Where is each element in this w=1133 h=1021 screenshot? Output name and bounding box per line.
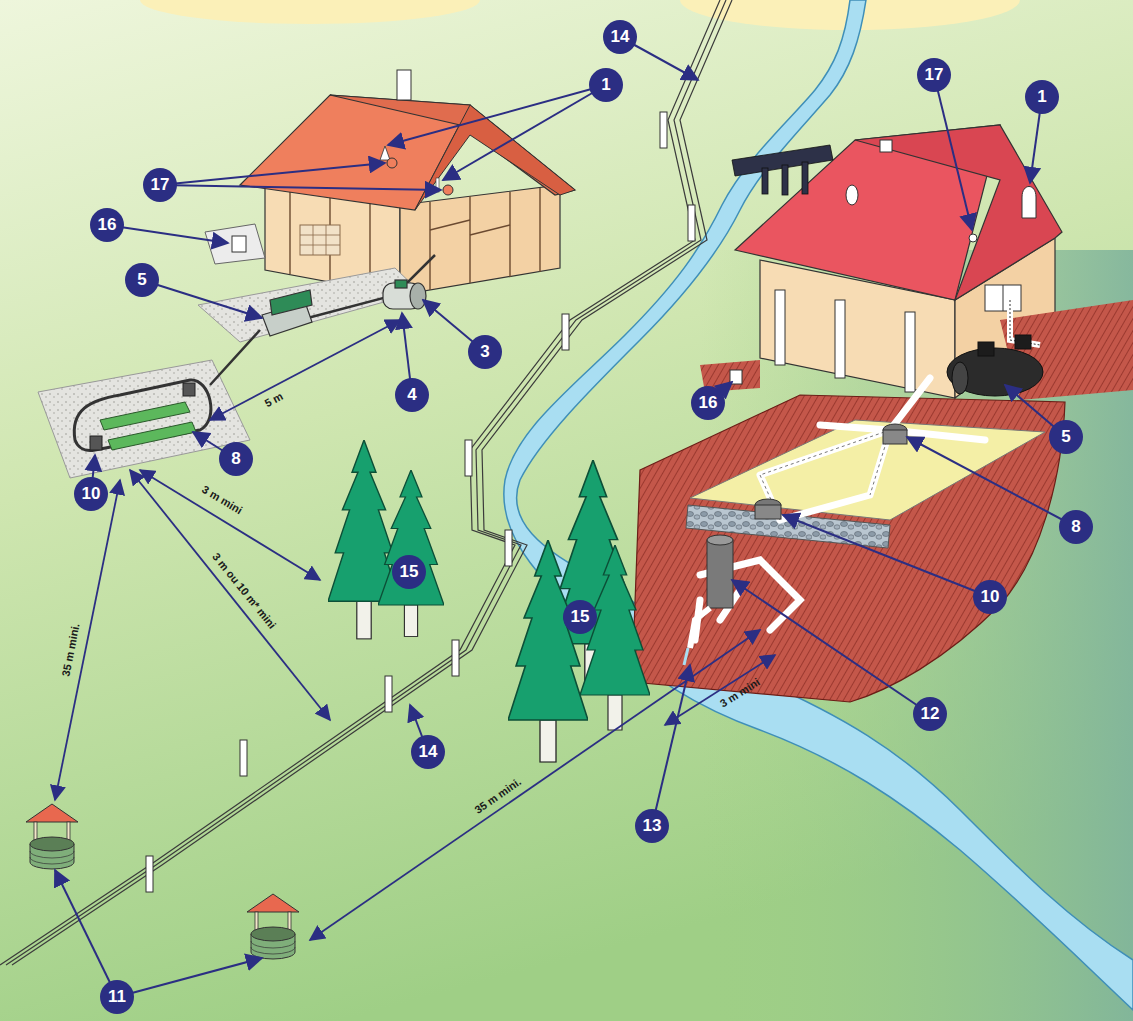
- callout-number: 16: [90, 208, 124, 242]
- callout-number: 12: [913, 697, 947, 731]
- callout-number: 8: [1059, 510, 1093, 544]
- callout-number: 10: [973, 580, 1007, 614]
- callout-number: 17: [143, 168, 177, 202]
- callout-number: 15: [392, 555, 426, 589]
- callout-number: 15: [563, 600, 597, 634]
- dimension-label: 3 m mini: [200, 483, 245, 517]
- dimension-label: 5 m: [263, 390, 286, 410]
- callout-number: 3: [468, 335, 502, 369]
- callout-number: 1: [1025, 80, 1059, 114]
- callout-number: 13: [635, 809, 669, 843]
- callout-number: 16: [691, 386, 725, 420]
- callout-number: 14: [603, 20, 637, 54]
- callout-number: 5: [1049, 420, 1083, 454]
- callout-number: 11: [100, 980, 134, 1014]
- dimension-label: 35 m mini.: [472, 775, 524, 817]
- dimension-label: 35 m mini.: [59, 622, 82, 677]
- dimension-label: 3 m mini: [718, 676, 763, 711]
- callout-number: 1: [589, 68, 623, 102]
- dimension-label: 3 m ou 10 m* mini: [210, 551, 279, 632]
- callout-number: 14: [411, 735, 445, 769]
- callout-number: 8: [219, 442, 253, 476]
- callout-number: 10: [74, 477, 108, 511]
- callout-number: 17: [917, 58, 951, 92]
- callout-number: 4: [395, 378, 429, 412]
- callout-number: 5: [125, 263, 159, 297]
